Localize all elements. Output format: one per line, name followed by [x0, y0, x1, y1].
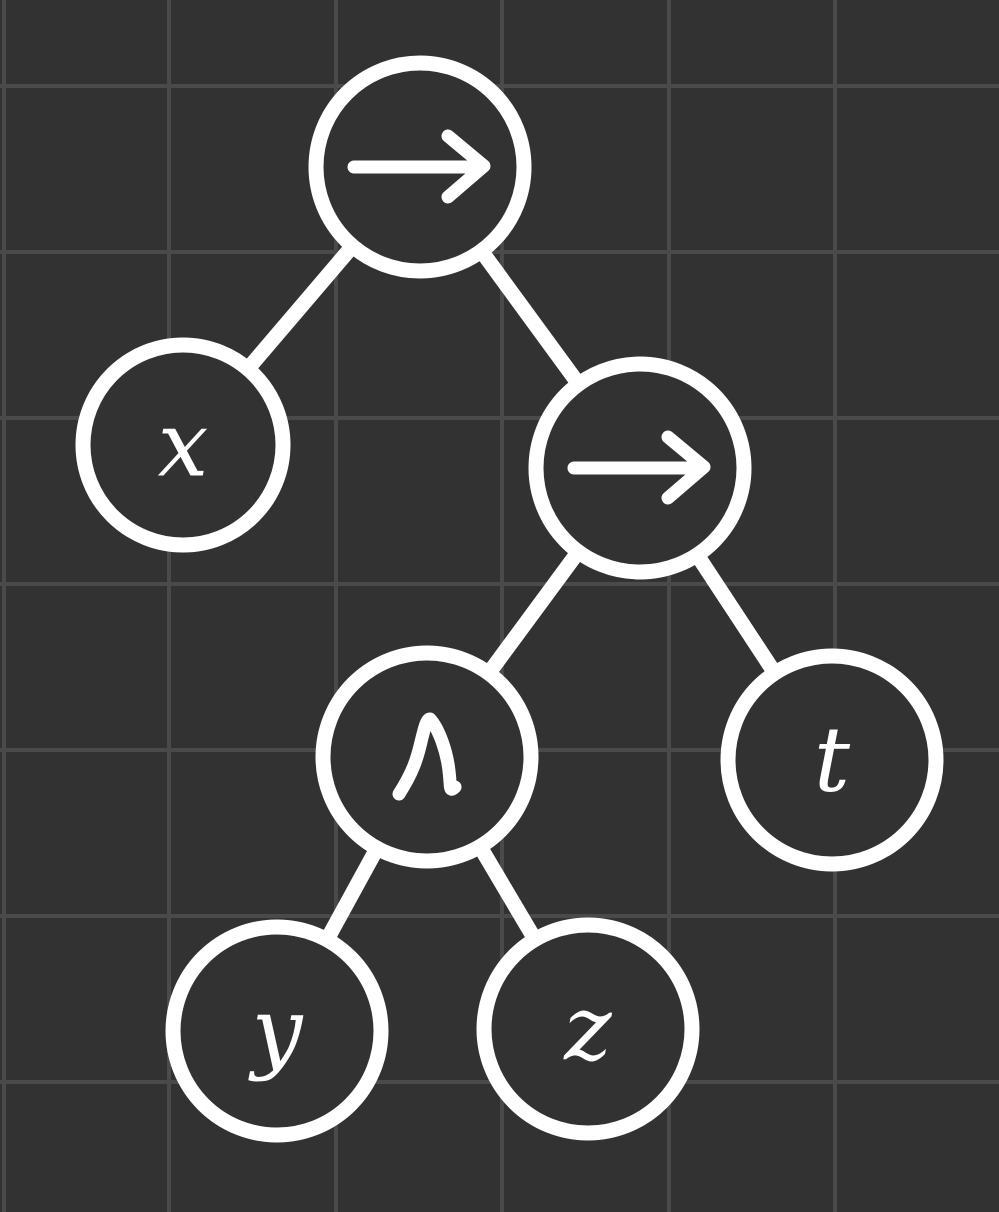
tree-nodes: x t y z	[75, 55, 944, 1143]
node-label-y: y	[248, 979, 304, 1084]
tree-edges	[175, 159, 840, 1039]
node-circle	[315, 645, 539, 869]
node-label-t: t	[814, 708, 851, 813]
node-circle	[476, 917, 700, 1141]
node-circle	[165, 919, 389, 1143]
node-label-x: x	[158, 393, 209, 498]
node-circle	[720, 648, 944, 872]
right-arrow-icon	[347, 129, 491, 204]
node-circle	[75, 337, 291, 553]
wedge-icon	[392, 712, 462, 801]
node-root	[308, 55, 532, 279]
node-wedge	[315, 645, 539, 869]
node-y: y	[165, 919, 389, 1143]
node-label-z: z	[563, 977, 612, 1082]
node-inner-implication	[528, 356, 752, 580]
node-t: t	[720, 648, 944, 872]
node-x: x	[75, 337, 291, 553]
right-arrow-icon	[567, 430, 711, 505]
node-z: z	[476, 917, 700, 1141]
